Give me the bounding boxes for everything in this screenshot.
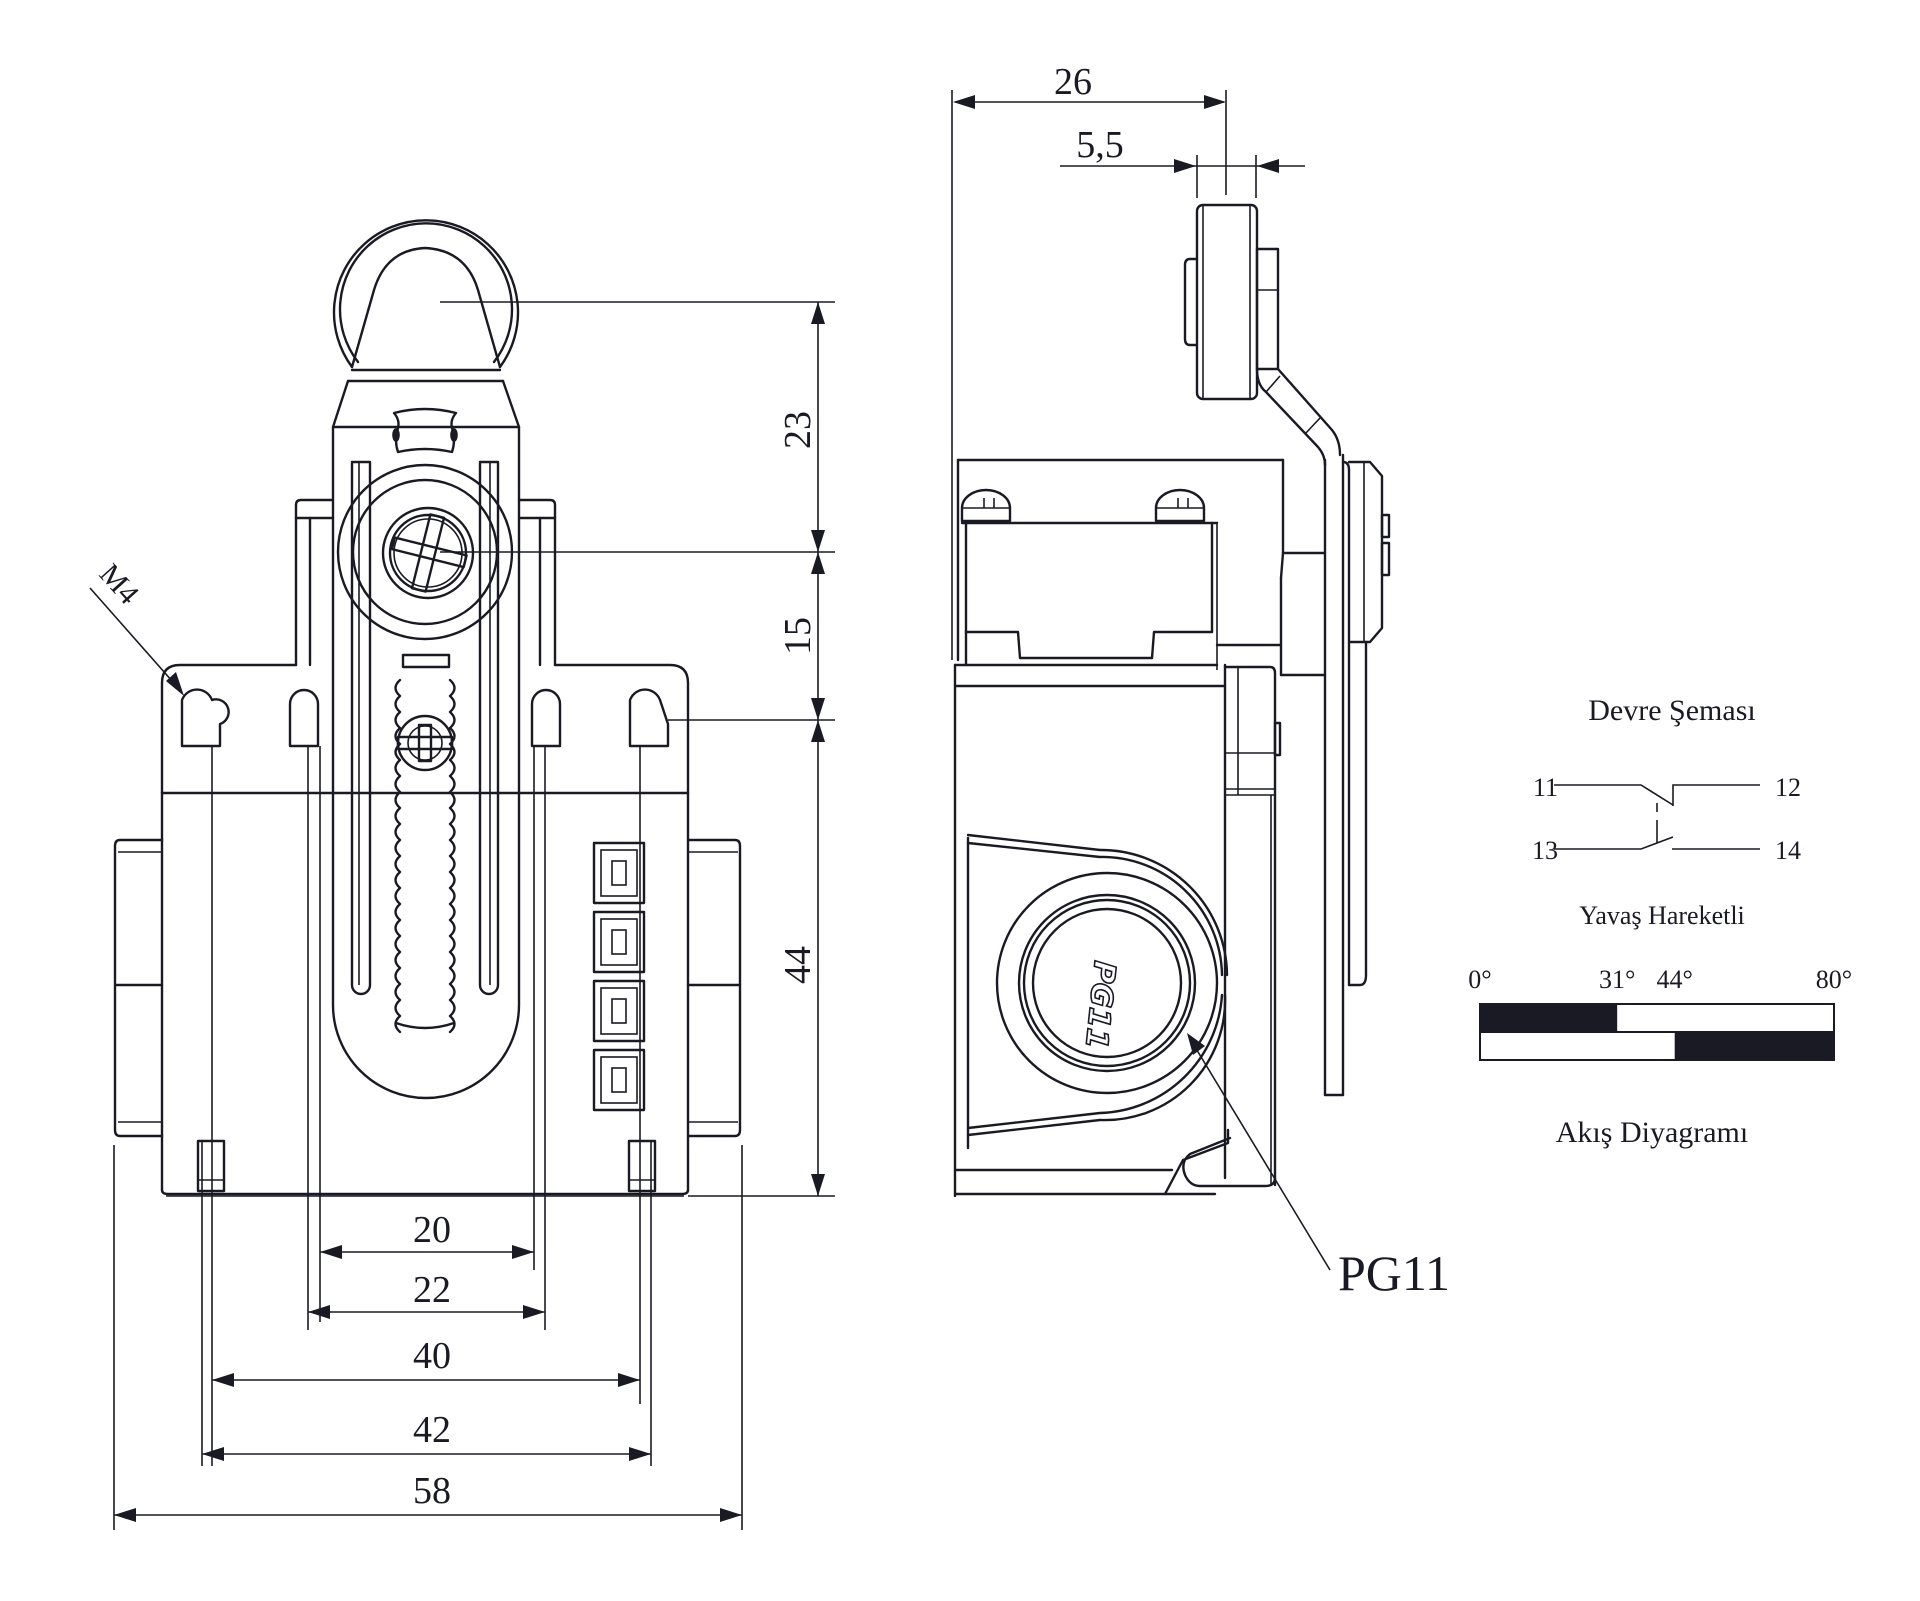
dim-arrowhead [308, 1305, 330, 1319]
dim-arrowhead [811, 530, 825, 552]
dim-5-5: 5,5 [1076, 124, 1124, 166]
dim-arrowhead [618, 1373, 640, 1387]
pg11-callout: PG11 [1187, 1033, 1450, 1301]
travel-diagram-title: Akış Diyagramı [1556, 1116, 1748, 1149]
lever-plate [1323, 453, 1391, 1097]
logo-glyph [611, 998, 627, 1024]
logo-block-inner [600, 918, 638, 966]
horizontal-dimensions: 20 22 40 42 58 [114, 1209, 742, 1522]
terminal-14: 14 [1775, 836, 1801, 865]
dim-22: 22 [413, 1269, 451, 1311]
logo-block [592, 910, 646, 974]
roller-wheel [332, 219, 520, 369]
dim-40: 40 [413, 1335, 451, 1377]
dim-arrowhead [212, 1373, 234, 1387]
angle-label: 0° [1468, 965, 1491, 994]
dim-arrowhead [523, 1305, 545, 1319]
side-top-dimensions: 26 5,5 [951, 61, 1305, 660]
dim-15: 15 [777, 617, 819, 655]
m4-callout: M4 [89, 558, 184, 696]
circuit-diagram: Devre Şeması 11 12 13 14 [1532, 694, 1801, 865]
terminal-12: 12 [1775, 773, 1801, 802]
dim-arrowhead [720, 1508, 742, 1522]
dim-arrowhead [512, 1245, 534, 1259]
switch-contact-symbol [1554, 784, 1760, 850]
logo-block [592, 1048, 646, 1112]
lever-arm [331, 246, 521, 1100]
m4-label: M4 [93, 558, 145, 611]
logo-glyph [611, 860, 627, 886]
dim-20: 20 [413, 1209, 451, 1251]
front-extension-lines [113, 301, 835, 1530]
logo-block [592, 841, 646, 905]
angle-label: 31° [1599, 965, 1635, 994]
dim-arrowhead [811, 552, 825, 574]
logo-block-inner [600, 1056, 638, 1104]
roller-side [1183, 203, 1342, 467]
gland-embossed-text: PG11 [1078, 959, 1122, 1051]
angle-label: 80° [1816, 965, 1852, 994]
dim-arrowhead [114, 1508, 136, 1522]
dim-arrowhead [629, 1447, 651, 1461]
terminal-13: 13 [1532, 836, 1558, 865]
dim-44: 44 [777, 946, 819, 984]
dim-arrowhead [320, 1245, 342, 1259]
dim-arrowhead [811, 302, 825, 324]
dim-23: 23 [777, 411, 819, 449]
phillips-screw-icon [390, 513, 468, 593]
switch-head [160, 498, 690, 795]
pg11-label: PG11 [1338, 1245, 1450, 1301]
serrated-adjust-track [394, 653, 456, 1034]
logo-block-inner [600, 849, 638, 897]
vertical-dimensions: 23 15 44 [777, 302, 825, 1196]
front-view: M4 23 15 44 20 22 40 42 58 [89, 219, 835, 1530]
dim-arrowhead [811, 698, 825, 720]
dim-58: 58 [413, 1470, 451, 1512]
travel-diagram: Yavaş Hareketli 0° 31° 44° 80° Akış Diyagra… [1468, 901, 1852, 1149]
mounting-holes [180, 688, 670, 748]
switch-housing [113, 791, 742, 1197]
terminal-11: 11 [1533, 773, 1558, 802]
angle-label: 44° [1656, 965, 1692, 994]
dim-arrowhead [202, 1447, 224, 1461]
dim-42: 42 [413, 1409, 451, 1451]
travel-closed-segment [1480, 1004, 1618, 1032]
cable-gland-pg11: PG11 [995, 871, 1219, 1095]
dim-26: 26 [1054, 61, 1092, 103]
logo-glyph [611, 929, 627, 955]
brand-logo [592, 841, 646, 1112]
dim-arrowhead [811, 1174, 825, 1196]
logo-glyph [611, 1067, 627, 1093]
side-body [953, 663, 1282, 1198]
side-head-block [953, 458, 1327, 677]
adjustment-screw [396, 714, 454, 772]
dim-arrowhead [811, 720, 825, 742]
travel-mode-label: Yavaş Hareketli [1579, 901, 1745, 930]
logo-block [592, 979, 646, 1043]
travel-closed-segment [1674, 1032, 1834, 1060]
side-view: PG11 PG11 26 5,5 [951, 61, 1450, 1301]
logo-block-inner [600, 987, 638, 1035]
circuit-title: Devre Şeması [1588, 694, 1755, 727]
